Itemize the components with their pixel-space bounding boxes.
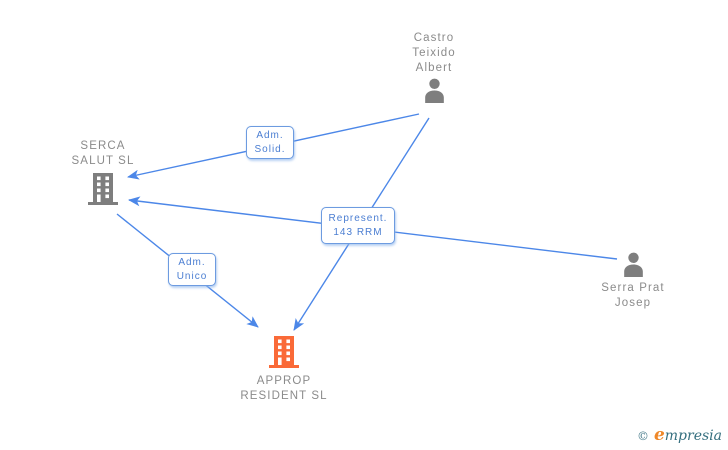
person-icon [623, 252, 643, 277]
copyright-icon: © [636, 429, 649, 443]
node-label: Castro Teixido Albert [412, 32, 456, 74]
edge-label-represent-143-rrm: Represent. 143 RRM [321, 207, 395, 244]
watermark-brand-text: mpresia [664, 428, 722, 444]
node-serra-prat-josep[interactable]: Serra Prat Josep [573, 252, 693, 311]
node-label: Serra Prat Josep [601, 282, 665, 309]
node-label: SERCA SALUT SL [71, 140, 135, 167]
company-building-icon [88, 173, 118, 205]
node-serca-salut-sl[interactable]: SERCA SALUT SL [43, 139, 163, 205]
edge-label-adm-unico: Adm. Unico [168, 253, 216, 286]
node-label: APPROP RESIDENT SL [240, 375, 328, 402]
person-icon [424, 78, 444, 103]
company-building-icon [269, 336, 299, 368]
node-approp-resident-sl[interactable]: APPROP RESIDENT SL [224, 335, 344, 404]
empresia-watermark-logo[interactable]: © e mpresia [637, 425, 722, 445]
edge-label-adm-solid: Adm. Solid. [246, 126, 294, 159]
watermark-brand-initial: e [653, 425, 665, 445]
node-castro-teixido-albert[interactable]: Castro Teixido Albert [374, 31, 494, 103]
